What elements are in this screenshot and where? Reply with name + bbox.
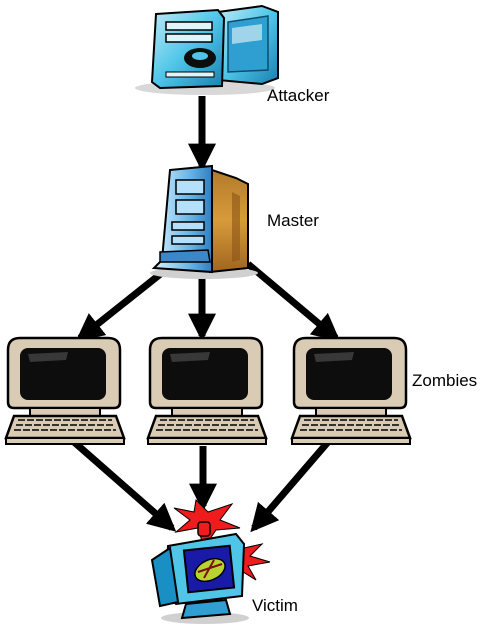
zombie-computer-icon	[4, 336, 126, 445]
attacker-computer-icon	[135, 4, 279, 95]
arrow-zombie-1-to-victim	[71, 439, 177, 532]
arrows	[71, 96, 341, 533]
arrow-zombie-3-to-victim	[250, 439, 331, 533]
server-tower-icon	[150, 164, 258, 279]
zombies-label: Zombies	[412, 371, 478, 390]
victim-computer-icon	[150, 498, 271, 624]
arrow-master-to-zombie-3	[245, 261, 341, 342]
attacker-label: Attacker	[267, 86, 330, 105]
arrow-master-to-zombie-1	[75, 265, 171, 342]
zombie-computer-icon	[146, 336, 268, 445]
zombie-computer-icon	[290, 336, 412, 445]
master-label: Master	[267, 211, 319, 230]
victim-label: Victim	[252, 596, 298, 615]
